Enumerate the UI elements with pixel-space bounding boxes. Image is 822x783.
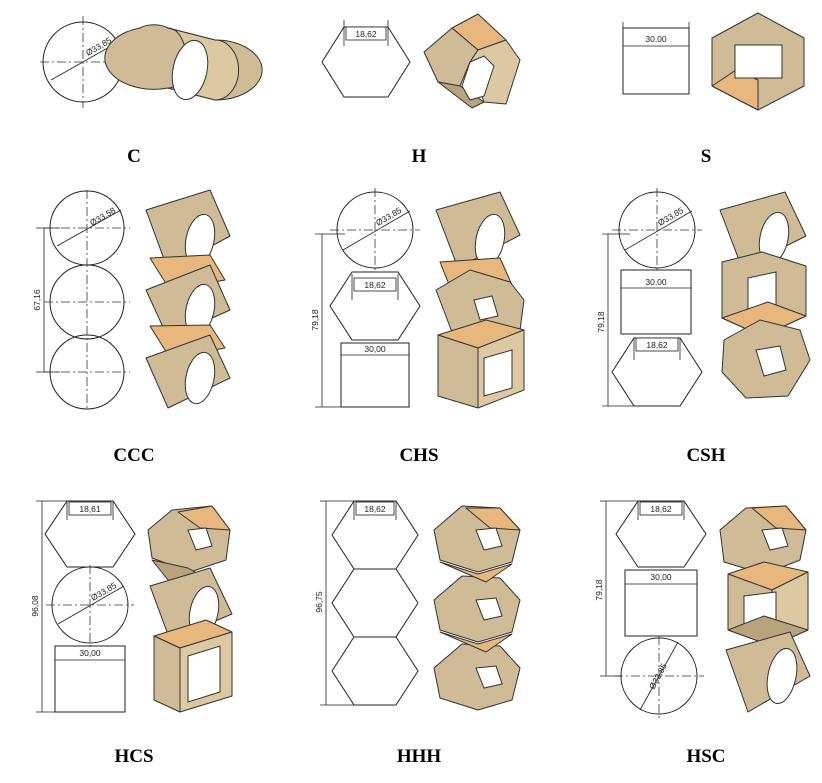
panel-hcs: 18,61 Ø33,85 30,00 96,08 (30, 500, 233, 767)
hsc-drawing: 18,62 30,00 Ø33,85 79,18 (594, 500, 707, 718)
height-label: 67,16 (32, 289, 42, 311)
panel-s: 30,00 S (622, 12, 805, 167)
panel-label: S (701, 146, 712, 167)
diameter-label: Ø33,85 (374, 205, 403, 228)
panel-ccc: Ø33,58 67,16 CCC (32, 189, 231, 466)
panel-h: 18,62 H (321, 13, 521, 167)
square-width-label: 30,00 (79, 648, 101, 658)
square-width-label: 30,00 (645, 34, 667, 44)
triple-hex-drawing: 18,62 96,75 (314, 500, 419, 706)
square-width-label: 30,00 (364, 344, 386, 354)
height-label: 96,75 (314, 591, 324, 613)
hex-width-label: 18,62 (364, 280, 386, 290)
panel-label: CSH (686, 445, 725, 466)
panel-label: C (127, 146, 141, 167)
panel-hsc: 18,62 30,00 Ø33,85 79,18 (594, 500, 811, 767)
panel-label: HSC (686, 746, 725, 767)
triple-hex-3d (433, 505, 521, 711)
panel-hhh: 18,62 96,75 HHH (314, 500, 521, 767)
diameter-label: Ø33,85 (656, 205, 685, 228)
hcs-3d (147, 505, 233, 713)
height-label: 79,18 (596, 311, 606, 333)
hexagon-drawing: 18,62 (321, 20, 411, 98)
square-width-label: 30,00 (645, 277, 667, 287)
square-width-label: 30,00 (650, 572, 672, 582)
hcs-drawing: 18,61 Ø33,85 30,00 96,08 (30, 500, 136, 713)
panel-label: H (412, 146, 427, 167)
hex-width-label: 18,61 (79, 504, 101, 514)
hex-width-label: 18,62 (650, 504, 672, 514)
panel-chs: Ø33,85 18,62 30,00 79,18 (310, 188, 525, 466)
height-label: 79,18 (594, 579, 604, 601)
panel-c: Ø33,85 C (40, 16, 263, 167)
ring-3d (104, 24, 263, 101)
diameter-label: Ø33,58 (88, 205, 117, 228)
panel-label: HCS (114, 746, 153, 767)
square-drawing: 30,00 (622, 22, 690, 95)
square-tube-3d (711, 12, 805, 111)
csh-drawing: Ø33,85 30,00 18,62 79,18 (596, 188, 703, 407)
height-label: 96,08 (30, 595, 40, 617)
triple-circle-drawing: Ø33,58 67,16 (32, 190, 130, 410)
panel-csh: Ø33,85 30,00 18,62 79,18 CSH (596, 188, 811, 466)
hex-width-label: 18,62 (364, 504, 386, 514)
triple-ring-3d (145, 189, 231, 409)
panel-label: HHH (397, 746, 442, 767)
height-label: 79,18 (310, 309, 320, 331)
panel-label: CHS (399, 445, 438, 466)
chs-3d (435, 191, 525, 409)
csh-3d (719, 191, 811, 399)
hex-width-label: 18,62 (355, 29, 377, 39)
chs-drawing: Ø33,85 18,62 30,00 79,18 (310, 188, 421, 408)
hex-tube-3d (423, 13, 521, 109)
hsc-3d (719, 505, 811, 713)
hex-width-label: 18,62 (646, 340, 668, 350)
panel-label: CCC (113, 445, 154, 466)
